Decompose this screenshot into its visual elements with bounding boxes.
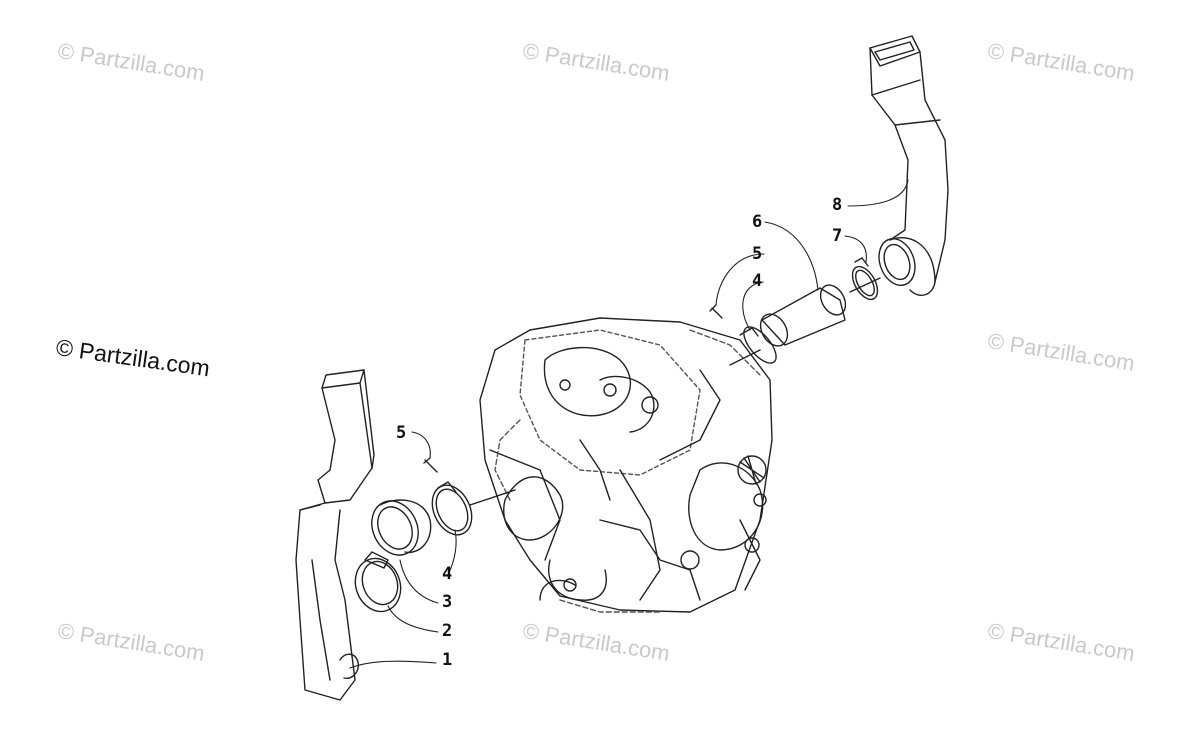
intake-snorkel-right bbox=[869, 35, 949, 296]
callout-8: 8 bbox=[832, 195, 843, 215]
screw-left-5 bbox=[423, 457, 438, 473]
clamp-left-4 bbox=[431, 481, 473, 536]
callout-6: 6 bbox=[752, 212, 763, 232]
screw-right-5 bbox=[709, 304, 723, 319]
boot-left-3 bbox=[371, 499, 432, 556]
callout-5-right: 5 bbox=[752, 244, 763, 264]
callout-7: 7 bbox=[832, 226, 843, 246]
intake-duct-left bbox=[295, 369, 375, 701]
callout-4-left: 4 bbox=[442, 564, 453, 584]
callout-2: 2 bbox=[442, 621, 453, 641]
callout-4-right: 4 bbox=[752, 271, 763, 291]
callout-leader-lines bbox=[349, 179, 909, 669]
clamp-right-7 bbox=[851, 257, 879, 301]
callout-5-left: 5 bbox=[396, 423, 407, 443]
callout-3: 3 bbox=[442, 592, 453, 612]
clamp-right-4 bbox=[739, 326, 777, 364]
clamp-left-2 bbox=[354, 551, 402, 613]
boot-right-6 bbox=[759, 284, 847, 347]
engine-illustration bbox=[479, 317, 773, 613]
callout-1: 1 bbox=[442, 650, 453, 670]
assembly-line-right bbox=[729, 277, 881, 366]
assembly-line-left bbox=[469, 489, 516, 506]
